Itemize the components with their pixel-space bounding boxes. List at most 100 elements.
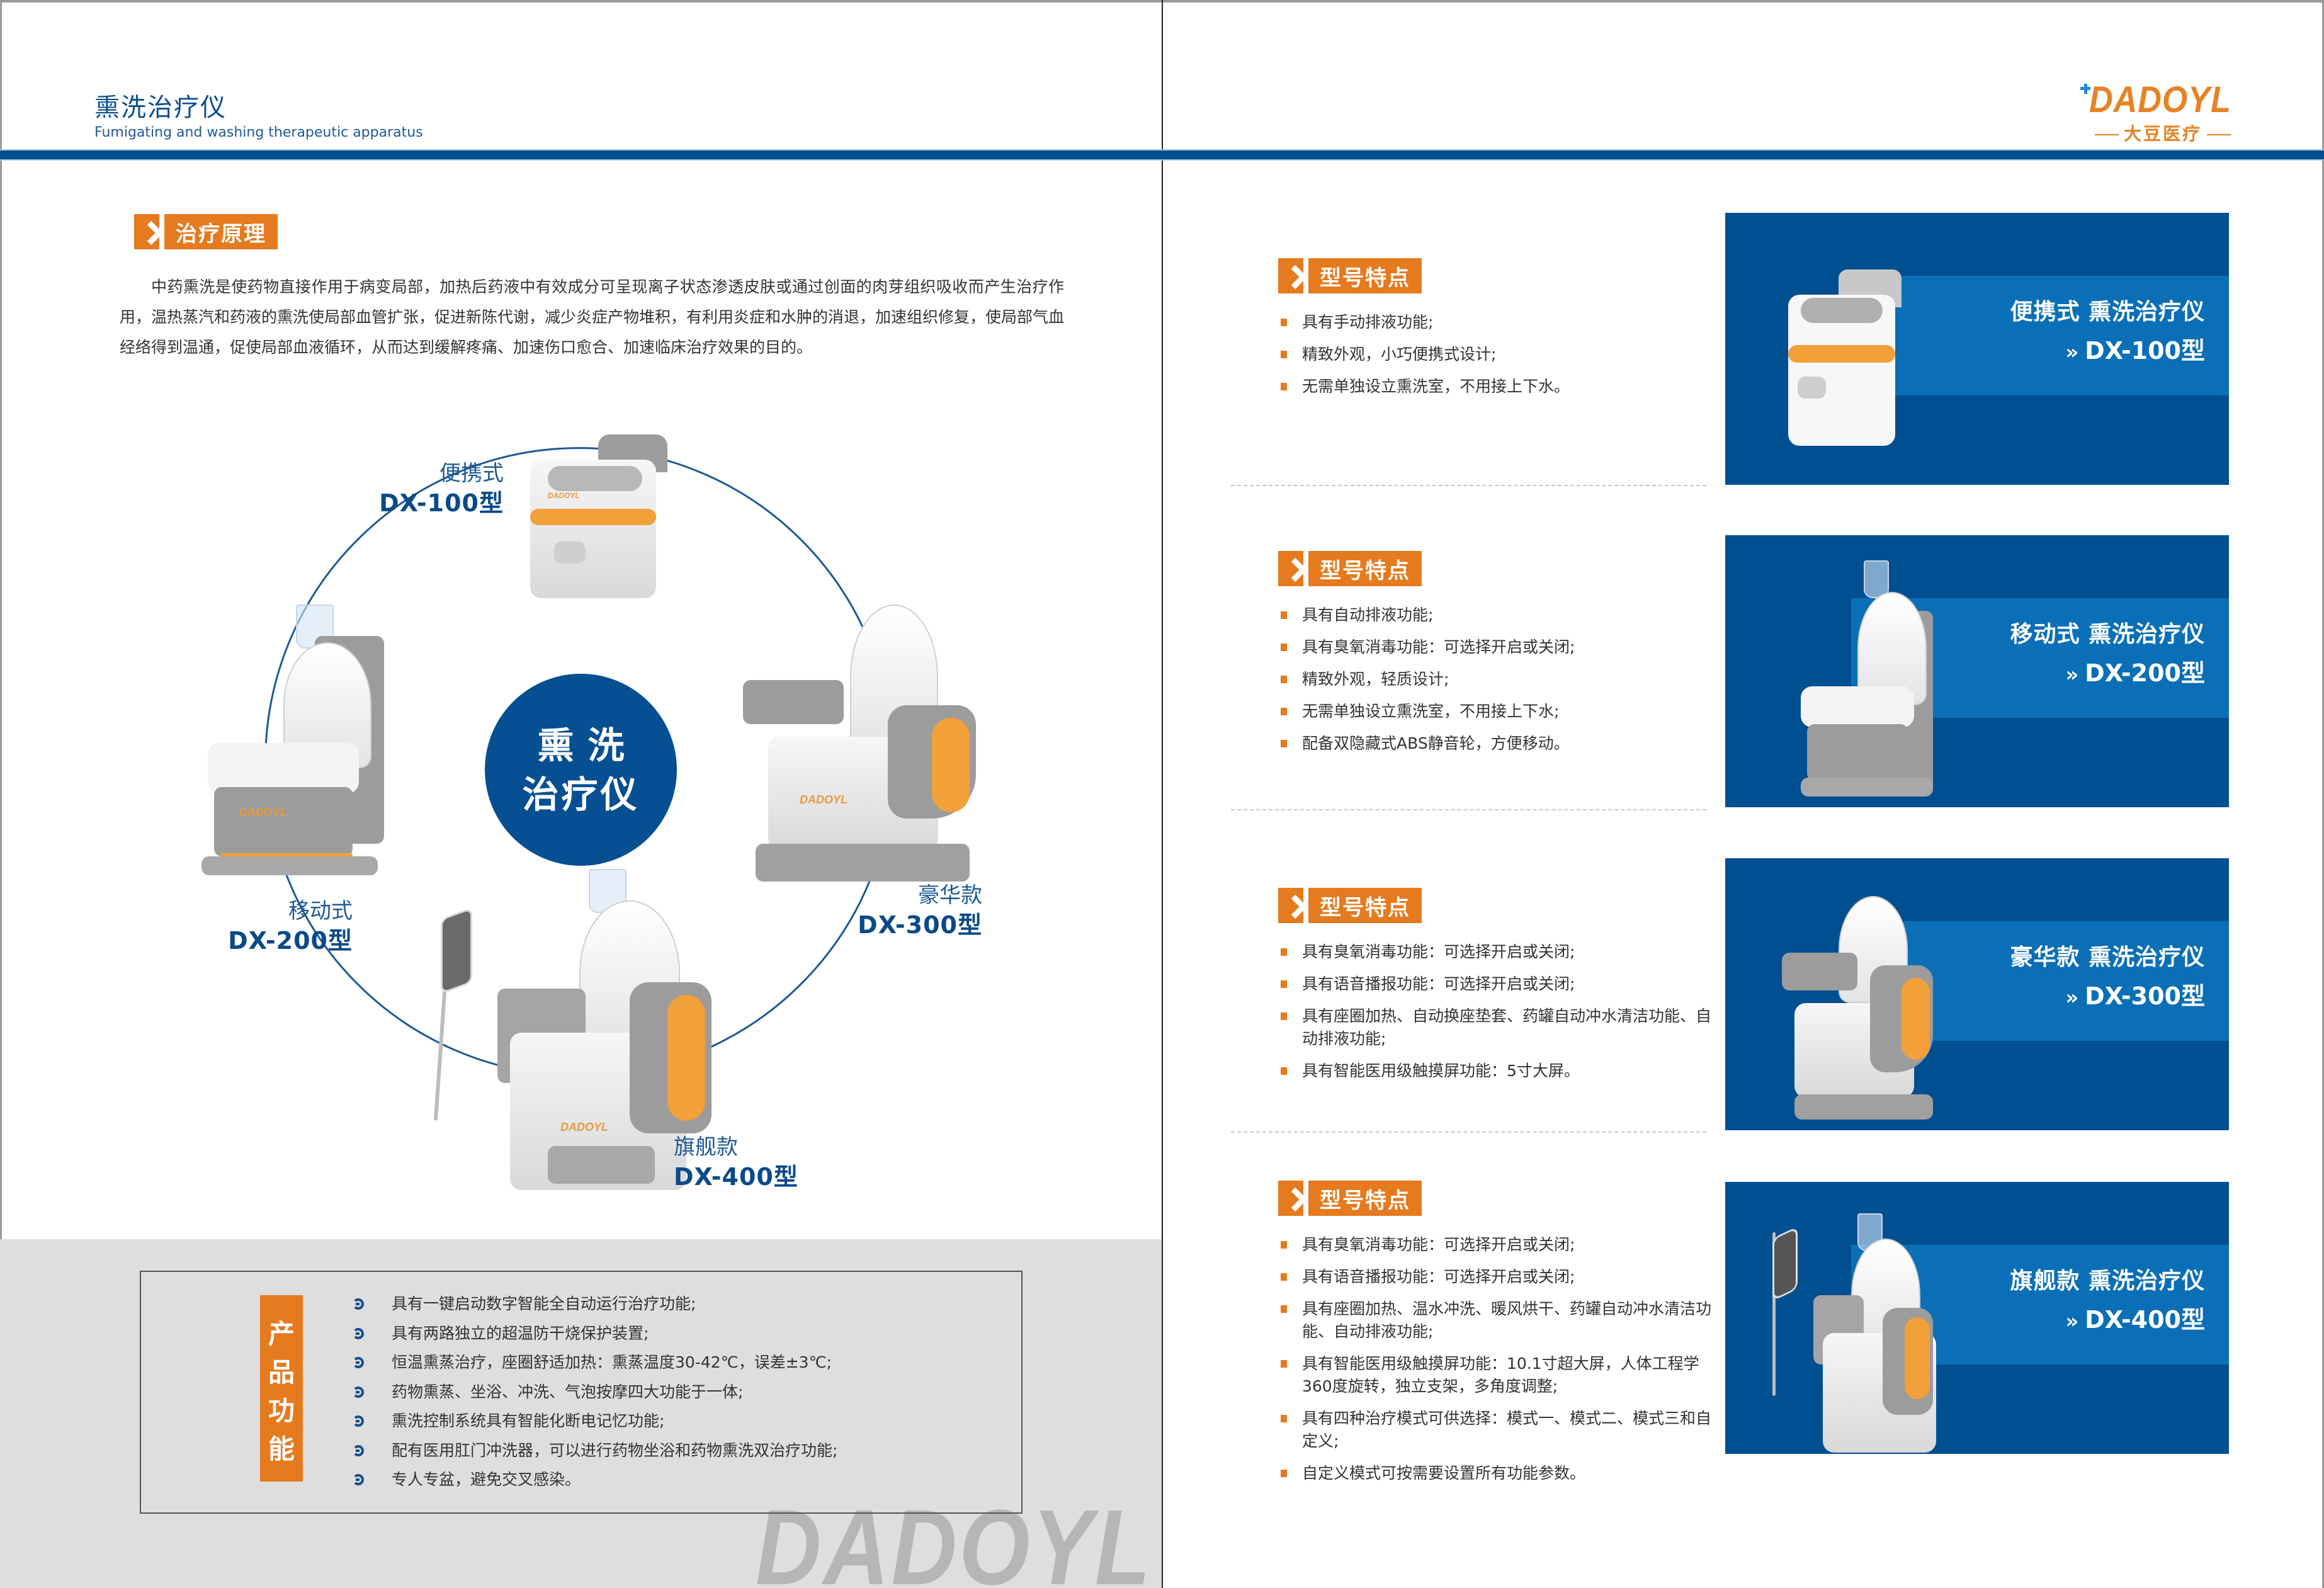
functions-background	[0, 1239, 1162, 1588]
function-item: 配有医用肛门冲洗器，可以进行药物坐浴和药物熏洗双治疗功能;	[353, 1436, 1014, 1466]
card-title: 豪华款 熏洗治疗仪	[2010, 944, 2205, 970]
model-card-dx100: 便携式 熏洗治疗仪 »DX-100型	[1725, 213, 2229, 485]
chevron-right-icon	[1278, 888, 1303, 923]
card-model-code: »DX-100型	[2065, 337, 2205, 365]
label-char: 功	[268, 1395, 295, 1426]
model-card-dx200: 移动式 熏洗治疗仪 »DX-200型	[1725, 535, 2229, 807]
chevron-right-icon	[1278, 551, 1303, 586]
card-band	[1851, 276, 2229, 395]
feature-list: 具有自动排液功能; 具有臭氧消毒功能：可选择开启或关闭; 精致外观，轻质设计; …	[1279, 604, 1719, 755]
feature-item: 具有智能医用级触摸屏功能：10.1寸超大屏，人体工程学360度旋转，独立支架，多…	[1279, 1353, 1719, 1398]
feature-item: 具有智能医用级触摸屏功能：5寸大屏。	[1279, 1060, 1719, 1082]
device-dx400-image	[1763, 1207, 1971, 1453]
model-code: DX-200型	[228, 927, 353, 955]
model-type: 移动式	[288, 899, 353, 924]
card-title: 移动式 熏洗治疗仪	[2010, 621, 2205, 647]
logo-chinese-name: 大豆医疗	[2084, 120, 2242, 145]
double-chevron-icon: »	[2065, 662, 2079, 686]
brand-logo: DADOYL 大豆医疗	[2078, 79, 2248, 145]
label-char: 品	[268, 1357, 295, 1388]
feature-section-label: 型号特点	[1278, 1181, 1719, 1216]
page-border-right	[2322, 0, 2324, 1588]
feature-block-dx100: 型号特点 具有手动排液功能; 精致外观，小巧便携式设计; 无需单独设立熏洗室，不…	[1278, 258, 1719, 407]
device-dx400-image: DADOYL	[433, 869, 743, 1196]
section-divider	[1231, 485, 1706, 486]
feature-item: 具有语音播报功能：可选择开启或关闭;	[1279, 1266, 1719, 1288]
model-label-dx200: 移动式 DX-200型	[208, 897, 353, 956]
page-border-left	[0, 0, 2, 1588]
feature-item: 具有座圈加热、温水冲洗、暖风烘干、药罐自动冲水清洁功能、自动排液功能;	[1279, 1298, 1719, 1343]
card-model-code: »DX-400型	[2065, 1306, 2205, 1334]
feature-item: 无需单独设立熏洗室，不用接上下水;	[1279, 700, 1719, 723]
functions-vertical-label: 产 品 功 能	[260, 1295, 303, 1482]
feature-item: 自定义模式可按需要设置所有功能参数。	[1279, 1462, 1719, 1485]
model-code: DX-300型	[858, 911, 982, 939]
function-item: 恒温熏蒸治疗，座圈舒适加热：熏蒸温度30-42℃，误差±3℃;	[353, 1348, 1014, 1378]
model-label-dx300: 豪华款 DX-300型	[819, 882, 982, 941]
device-dx300-image: DADOYL	[743, 604, 989, 894]
arrow-circle-icon	[353, 1474, 364, 1486]
feature-item: 具有语音播报功能：可选择开启或关闭;	[1279, 973, 1719, 995]
medical-cross-icon	[2080, 84, 2090, 94]
feature-list: 具有臭氧消毒功能：可选择开启或关闭; 具有语音播报功能：可选择开启或关闭; 具有…	[1279, 1234, 1719, 1485]
card-model-code: »DX-200型	[2065, 659, 2205, 687]
model-card-dx400: 旗舰款 熏洗治疗仪 »DX-400型	[1725, 1182, 2229, 1454]
function-item: 具有一键启动数字智能全自动运行治疗功能;	[353, 1290, 1014, 1319]
feature-item: 具有座圈加热、自动换座垫套、药罐自动冲水清洁功能、自动排液功能;	[1279, 1005, 1719, 1050]
feature-item: 精致外观，轻质设计;	[1279, 668, 1719, 691]
arrow-circle-icon	[353, 1386, 364, 1398]
feature-item: 精致外观，小巧便携式设计;	[1279, 343, 1719, 366]
center-hub-title: 熏洗 治疗仪	[485, 674, 677, 866]
feature-item: 具有臭氧消毒功能：可选择开启或关闭;	[1279, 636, 1719, 659]
page-subtitle: Fumigating and washing therapeutic appar…	[94, 125, 423, 140]
section-divider	[1231, 1131, 1706, 1133]
double-chevron-icon: »	[2065, 340, 2079, 364]
logo-wordmark: DADOYL	[2089, 79, 2231, 120]
label-char: 能	[268, 1434, 295, 1465]
model-type: 旗舰款	[674, 1135, 738, 1160]
section-divider	[1231, 809, 1706, 810]
feature-item: 具有臭氧消毒功能：可选择开启或关闭;	[1279, 941, 1719, 963]
hub-title-line1: 熏洗	[537, 723, 638, 767]
double-chevron-icon: »	[2065, 985, 2079, 1009]
page-title: 熏洗治疗仪	[94, 93, 227, 122]
principle-label-text: 治疗原理	[164, 214, 278, 249]
feature-item: 具有四种治疗模式可供选择：模式一、模式二、模式三和自定义;	[1279, 1407, 1719, 1453]
feature-item: 具有自动排液功能;	[1279, 604, 1719, 627]
model-code: DX-400型	[674, 1163, 798, 1191]
device-dx200-image: DADOYL	[201, 604, 403, 875]
function-item: 专人专盆，避免交叉感染。	[353, 1465, 1014, 1495]
header-band	[0, 149, 2324, 161]
model-type: 便携式	[439, 461, 504, 486]
model-type: 豪华款	[918, 883, 982, 908]
principle-paragraph: 中药熏洗是使药物直接作用于病变局部，加热后药液中有效成分可呈现离子状态渗透皮肤或…	[120, 278, 1065, 356]
function-item: 熏洗控制系统具有智能化断电记忆功能;	[353, 1407, 1014, 1436]
feature-block-dx300: 型号特点 具有臭氧消毒功能：可选择开启或关闭; 具有语音播报功能：可选择开启或关…	[1278, 888, 1719, 1092]
feature-list: 具有手动排液功能; 精致外观，小巧便携式设计; 无需单独设立熏洗室，不用接上下水…	[1279, 311, 1719, 398]
brand-watermark: DADOYL	[756, 1488, 1153, 1588]
model-label-dx400: 旗舰款 DX-400型	[674, 1133, 831, 1193]
function-item: 具有两路独立的超温防干烧保护装置;	[353, 1319, 1014, 1349]
chevron-right-icon	[1278, 258, 1303, 293]
arrow-circle-icon	[353, 1327, 364, 1339]
label-char: 产	[268, 1319, 295, 1349]
feature-section-label: 型号特点	[1278, 551, 1719, 586]
device-dx100-image	[1763, 238, 1971, 471]
functions-list: 具有一键启动数字智能全自动运行治疗功能; 具有两路独立的超温防干烧保护装置; 恒…	[353, 1290, 1014, 1495]
feature-block-dx200: 型号特点 具有自动排液功能; 具有臭氧消毒功能：可选择开启或关闭; 精致外观，轻…	[1278, 551, 1719, 764]
page-spine-divider	[1162, 0, 1163, 1588]
feature-item: 具有臭氧消毒功能：可选择开启或关闭;	[1279, 1234, 1719, 1256]
feature-section-label: 型号特点	[1278, 258, 1719, 293]
arrow-circle-icon	[353, 1357, 364, 1369]
hub-title-line2: 治疗仪	[522, 773, 640, 816]
arrow-circle-icon	[353, 1298, 364, 1310]
principle-section-label: 治疗原理	[134, 214, 278, 249]
chevron-right-icon	[1278, 1181, 1303, 1216]
model-code: DX-100型	[379, 489, 504, 517]
arrow-circle-icon	[353, 1415, 364, 1427]
feature-block-dx400: 型号特点 具有臭氧消毒功能：可选择开启或关闭; 具有语音播报功能：可选择开启或关…	[1278, 1181, 1719, 1494]
device-dx200-image	[1763, 560, 1971, 797]
arrow-circle-icon	[353, 1444, 364, 1456]
feature-item: 具有手动排液功能;	[1279, 311, 1719, 334]
card-model-code: »DX-300型	[2065, 982, 2205, 1010]
